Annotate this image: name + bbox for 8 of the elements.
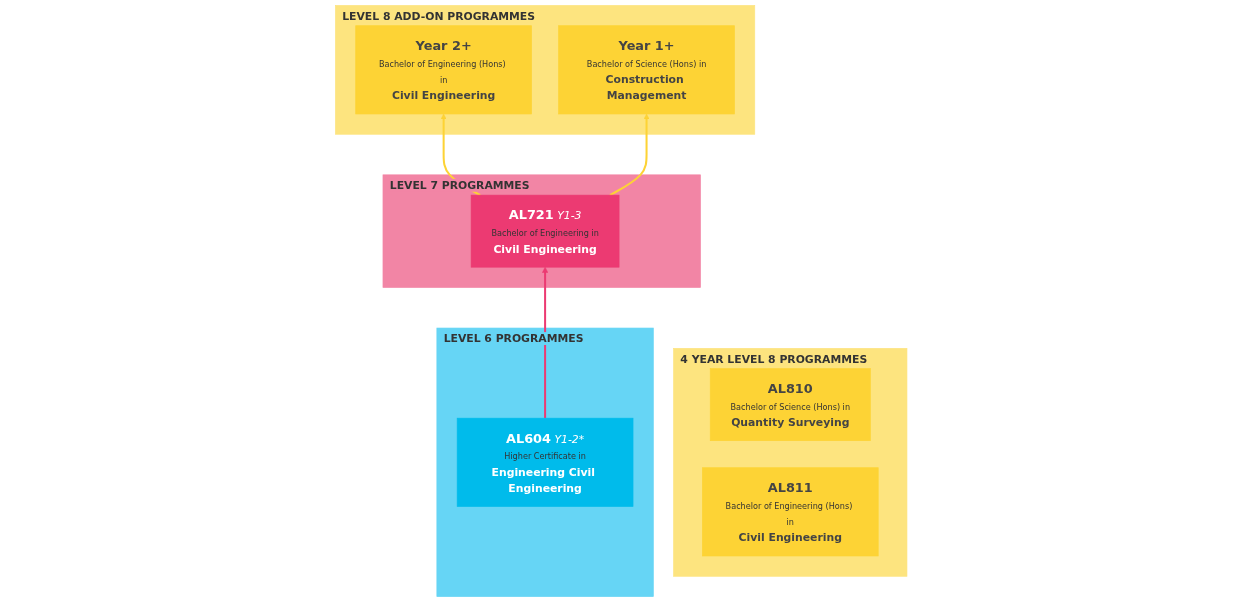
node-box: AL604 Y1-2* Higher Certificate in Engineering Civil Engineering xyxy=(457,417,634,507)
arrow xyxy=(609,113,650,197)
arrow xyxy=(542,266,549,419)
node-box: AL811 Bachelor of Engineering (Hons) in Civil Engineering xyxy=(702,467,879,557)
node-box: AL810 Bachelor of Science (Hons) in Quantity Surveying xyxy=(710,368,871,441)
node-box: AL721 Y1-3 Bachelor of Engineering in Civil Engineering xyxy=(471,194,620,268)
node-box: Year 1+ Bachelor of Science (Hons) in Construction Management xyxy=(558,25,736,115)
node-box: Year 2+ Bachelor of Engineering (Hons) in Civil Engineering xyxy=(355,25,533,115)
